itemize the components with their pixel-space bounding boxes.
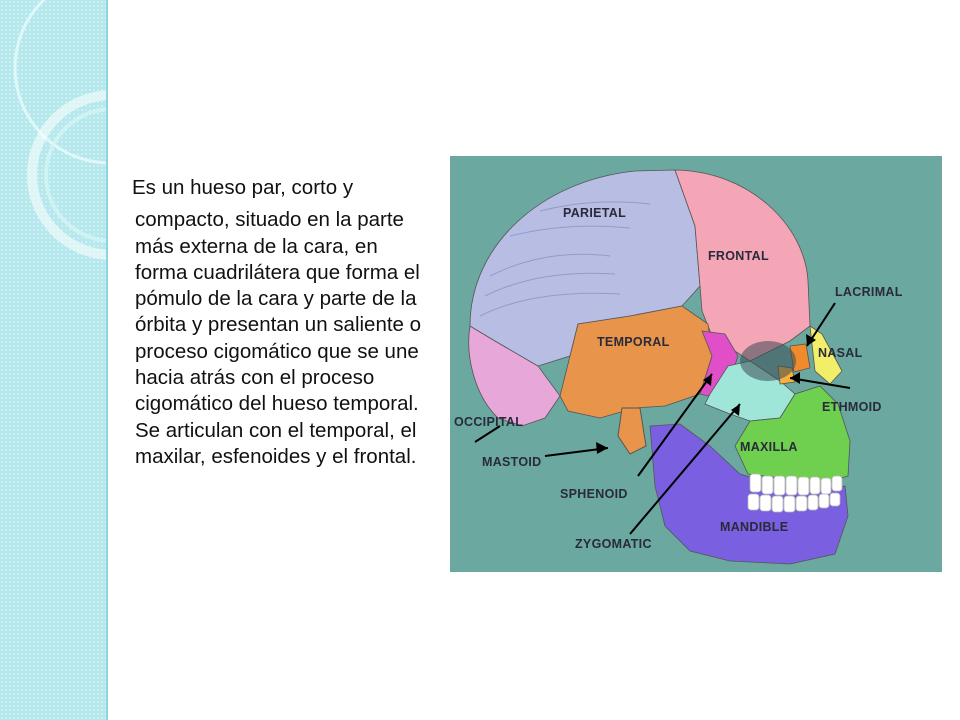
paragraph-line: Se articulan con el temporal, el xyxy=(135,418,417,442)
label-temporal: TEMPORAL xyxy=(597,335,670,349)
mandible-bone xyxy=(649,423,849,565)
label-mastoid: MASTOID xyxy=(482,455,542,469)
paragraph-line: proceso cigomático que se une xyxy=(135,339,419,363)
temporal-bone xyxy=(559,305,713,419)
label-lacrimal: LACRIMAL xyxy=(835,285,903,299)
cranial-texture-lines xyxy=(479,201,651,317)
label-occipital: OCCIPITAL xyxy=(454,415,523,429)
paragraph-line: maxilar, esfenoides y el frontal. xyxy=(135,444,417,468)
slide-paragraph: Es un hueso par, corto y compacto, situa… xyxy=(118,175,448,470)
decorative-circles xyxy=(13,0,106,260)
paragraph-line: hacia atrás con el proceso xyxy=(135,366,375,390)
skull-diagram: PARIETAL FRONTAL LACRIMAL TEMPORAL NASAL… xyxy=(450,156,942,572)
label-frontal: FRONTAL xyxy=(708,249,769,263)
paragraph-line: forma cuadrilátera que forma el xyxy=(135,260,420,284)
occipital-bone xyxy=(468,325,561,427)
label-parietal: PARIETAL xyxy=(563,206,626,220)
paragraph-line: cigomático del hueso temporal. xyxy=(135,392,419,416)
label-mandible: MANDIBLE xyxy=(720,520,788,534)
nasal-bone xyxy=(809,325,843,385)
orbit-cavity xyxy=(740,341,796,381)
paragraph-line: más externa de la cara, en xyxy=(135,234,378,258)
arrowheads xyxy=(596,334,816,454)
skull-diagram-svg: PARIETAL FRONTAL LACRIMAL TEMPORAL NASAL… xyxy=(450,156,942,572)
decorative-side-band xyxy=(0,0,108,720)
paragraph-line: Es un hueso par, corto y xyxy=(132,176,354,199)
label-nasal: NASAL xyxy=(818,346,863,360)
paragraph-line: órbita y presentan un saliente o xyxy=(135,313,422,337)
label-sphenoid: SPHENOID xyxy=(560,487,628,501)
upper-teeth xyxy=(749,473,843,496)
mastoid-process xyxy=(617,407,647,455)
label-zygomatic: ZYGOMATIC xyxy=(575,537,652,551)
paragraph-line: pómulo de la cara y parte de la xyxy=(135,287,417,311)
maxilla-bone xyxy=(734,385,851,485)
lower-teeth xyxy=(747,492,841,513)
label-ethmoid: ETHMOID xyxy=(822,400,882,414)
label-maxilla: MAXILLA xyxy=(740,440,798,454)
paragraph-line: compacto, situado en la parte xyxy=(135,208,404,232)
